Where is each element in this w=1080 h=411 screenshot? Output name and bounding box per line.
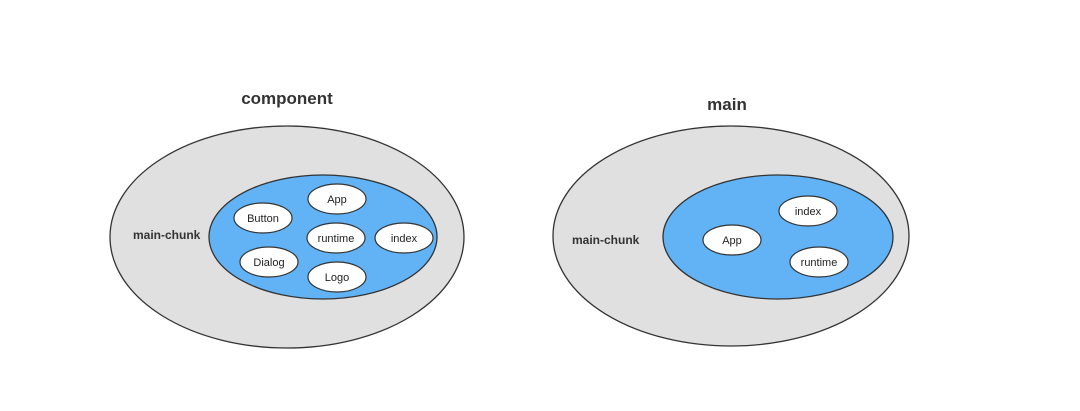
component-diagram: component main-chunk App Button runtime … <box>109 89 465 349</box>
module-label: App <box>327 194 347 206</box>
main-main-chunk <box>662 174 894 300</box>
module-label: App <box>722 235 742 247</box>
module-label: index <box>795 206 822 218</box>
component-chunk-label: main-chunk <box>133 228 201 242</box>
module-index: index <box>374 222 434 254</box>
module-label: runtime <box>801 257 838 269</box>
module-label: index <box>391 233 418 245</box>
module-app: App <box>702 224 762 256</box>
main-chunk-label: main-chunk <box>572 233 640 247</box>
module-label: Button <box>247 213 279 225</box>
module-button: Button <box>233 202 293 234</box>
module-dialog: Dialog <box>239 246 299 278</box>
module-label: Logo <box>325 272 349 284</box>
module-runtime: runtime <box>306 222 366 254</box>
component-title: component <box>241 89 333 108</box>
module-logo: Logo <box>307 261 367 293</box>
module-runtime: runtime <box>789 246 849 278</box>
module-index: index <box>778 195 838 227</box>
main-title: main <box>707 95 747 114</box>
module-label: Dialog <box>253 257 284 269</box>
main-diagram: main main-chunk index App runtime <box>552 95 910 347</box>
module-label: runtime <box>318 233 355 245</box>
module-app: App <box>307 183 367 215</box>
